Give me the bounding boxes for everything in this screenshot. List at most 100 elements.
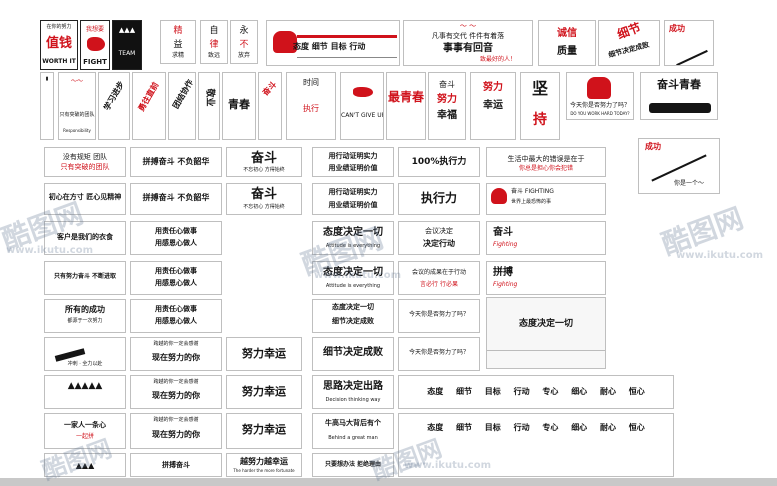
tile-text: 质量 <box>557 46 577 57</box>
tile-text: Responsibility <box>63 128 91 133</box>
tile-yongzexin-3[interactable]: 用责任心做事 用感恩心做人 <box>130 299 222 333</box>
tile-jintian[interactable]: 今天你是否努力了吗？ <box>398 299 480 333</box>
tile-kehu[interactable]: 客户是我们的衣食 <box>44 221 126 255</box>
tile-team-1[interactable]: ▲▲▲▲▲ <box>44 375 126 409</box>
tile-wo-nuli[interactable]: 只有努力奋斗 不断进取 <box>44 261 126 295</box>
tile-word-row[interactable]: 态度 细节 目标 行动 专心 细心 耐心 恒心 <box>398 375 674 409</box>
tile-bottom-2[interactable]: 拼搏奋斗 <box>130 453 222 477</box>
tile-jingye[interactable]: 敬业 <box>198 72 220 140</box>
tile-xianzai[interactable]: 跨越的你一定会感谢 现在努力的你 <box>130 337 222 371</box>
tile-taidu-3[interactable]: 态度决定一切 细节决定成败 <box>312 299 394 333</box>
tile-fanshi[interactable]: 〜 〜 凡事有交代 件件有着落 事事有回音 致最好的人！ <box>403 20 533 66</box>
tile-fendou-fighting[interactable]: 奋斗 Fighting <box>486 221 606 255</box>
tile-chengxin[interactable]: 诚信 质量 <box>538 20 596 66</box>
tile-suoyou[interactable]: 所有的成功 都源于一次努力 <box>44 299 126 333</box>
tile-text: Behind a great man <box>328 435 378 441</box>
tile-bottom-1[interactable]: ▲▲▲ <box>44 453 126 477</box>
tile-fendou-qingchun[interactable]: 奋斗青春 <box>640 72 718 120</box>
tile-nuli-xingyun-4[interactable]: 努力幸运 <box>226 413 302 449</box>
tile-diag-1[interactable]: 学习进步 <box>98 72 130 140</box>
tile-zhixingli[interactable]: 执行力 <box>398 183 480 215</box>
tile-daren[interactable]: 牛高马大背后有个 Behind a great man <box>312 413 394 449</box>
tile-taidu[interactable]: 态度决定一切 Attitude is everything <box>312 221 394 255</box>
tile-sprint[interactable]: 冲刺 · 全力以赴 <box>44 337 126 371</box>
tile-text: 努力幸运 <box>242 347 286 360</box>
tile-yongzexin-2[interactable]: 用责任心做事 用感恩心做人 <box>130 261 222 295</box>
tile-nuli-xingfu[interactable]: 奋斗 努力 幸福 <box>428 72 466 140</box>
tile-huiyi-2[interactable]: 会议的成果在于行动 言必行 行必果 <box>398 261 480 295</box>
tile-word-row-tall[interactable]: 态度 细节 目标 行动 专心 细心 耐心 恒心 <box>398 413 674 477</box>
tile-vertical-3[interactable]: 永 不 放弃 <box>230 20 258 64</box>
tile-yongzexin[interactable]: 用责任心做事 用感恩心做人 <box>130 221 222 255</box>
tile-zhiyou[interactable]: 〜〜 只有突破的团队 Responsibility <box>58 72 96 140</box>
tile-nuli-xingyun-3[interactable]: 努力幸运 <box>226 375 302 409</box>
word-row-text: 态度 细节 目标 行动 专心 细心 耐心 恒心 <box>427 387 645 396</box>
tile-stairs-up[interactable]: 成功 你是一个～ <box>638 138 720 194</box>
tile-zhiyao[interactable]: 只要想办法 拒绝理由 <box>312 453 394 477</box>
tile-attitude-banner[interactable]: 态度 细节 目标 行动 <box>266 20 400 66</box>
tile-nuli-xingyun-2[interactable]: 努力幸运 <box>226 337 302 371</box>
tile-xijie-2[interactable]: 细节决定成败 <box>312 337 394 371</box>
tile-yue-nuli[interactable]: 越努力越幸运 The harder the more fortunate <box>226 453 302 477</box>
tile-text: Fighting <box>493 241 518 248</box>
tile-text: 生活中最大的错误是在于 <box>507 155 585 163</box>
tile-text: 只有突破的团队 <box>59 112 95 118</box>
tile-chuxin[interactable]: 初心在方寸 匠心见精神 <box>44 183 126 215</box>
tile-huiyi[interactable]: 会议决定 决定行动 <box>398 221 480 255</box>
tile-chenggong-stairs[interactable]: 成功 <box>664 20 714 66</box>
tile-text: 只要想办法 拒绝理由 <box>324 461 382 468</box>
tile-jintian-2[interactable]: 今天你是否努力了吗？ <box>398 337 480 371</box>
tile-text: 态度 细节 目标 行动 <box>293 42 366 51</box>
tile-zhixing-vert[interactable]: 时间 执行 <box>286 72 336 140</box>
tile-runners[interactable]: ▲▲▲ TEAM <box>112 20 142 70</box>
tile-text: 所有的成功 <box>65 305 105 314</box>
tile-xianzai-3[interactable]: 跨越的你一定会感谢 现在努力的你 <box>130 413 222 449</box>
tile-diag-3[interactable]: 团结协作 <box>168 72 196 140</box>
tile-jianchi[interactable]: 坚 持 <box>520 72 560 140</box>
tile-worth-it[interactable]: 在你的努力 值钱 WORTH IT <box>40 20 78 70</box>
tile-taidu-2[interactable]: 态度决定一切 Attitude is everything <box>312 261 394 295</box>
tile-text: FIGHT <box>83 58 107 66</box>
tile-text: 用业绩证明价值 <box>328 164 378 172</box>
tile-fendou-fight[interactable]: 奋斗 FIGHTING 世界上最恐怖的事 <box>486 183 606 215</box>
tile-team-2[interactable]: 一家人一条心 一起拼 <box>44 413 126 449</box>
tile-brush-1[interactable]: 拼搏奋斗 不负韶华 <box>130 147 222 177</box>
tile-brush-2[interactable]: 拼搏奋斗 不负韶华 <box>130 183 222 215</box>
tile-text: The harder the more fortunate <box>233 468 295 473</box>
tile-red-vert[interactable]: 奋斗 <box>258 72 282 140</box>
tile-diag-2[interactable]: 勇往直前 <box>132 72 166 140</box>
tile-text: 牛高马大背后有个 <box>325 419 381 427</box>
tile-text: WORTH IT <box>42 58 76 65</box>
tile-fendou-big-2[interactable]: 奋斗 不忘初心 方得始终 <box>226 183 302 215</box>
tile-baifen[interactable]: 100%执行力 <box>398 147 480 177</box>
tile-room-preview[interactable]: 态度决定一切 <box>486 297 606 369</box>
tile-text: 现在努力的你 <box>152 353 200 362</box>
tile-yong-xingdong[interactable]: 用行动证明实力 用业绩证明价值 <box>312 147 394 177</box>
tile-fight[interactable]: 我想要 FIGHT <box>80 20 110 70</box>
tile-silu[interactable]: 思路决定出路 Decision thinking way <box>312 375 394 409</box>
tile-text: 只有努力奋斗 不断进取 <box>53 273 117 280</box>
tile-qingchun[interactable]: 青春 <box>222 72 256 140</box>
tile-work-hard[interactable]: 今天你是否努力了吗？ DO YOU WORK HARD TODAY? <box>566 72 634 120</box>
tile-red-big[interactable]: 最青春 <box>386 72 426 140</box>
tile-pinbo[interactable]: 拼搏 Fighting <box>486 261 606 295</box>
tile-nuli-xingyun[interactable]: 努力 幸运 <box>470 72 516 140</box>
tile-yong-xingdong-2[interactable]: 用行动证明实力 用业绩证明价值 <box>312 183 394 215</box>
tile-text: 用行动证明实力 <box>328 152 378 160</box>
tile-xijie[interactable]: 细节 细节决定成败 <box>598 20 660 66</box>
tile-vertical-1[interactable]: 精 益 求精 <box>160 20 196 64</box>
word-row-tall-text: 态度 细节 目标 行动 专心 细心 耐心 恒心 <box>427 423 645 432</box>
tile-runner-vert[interactable]: CAN'T GIVE UP <box>340 72 384 140</box>
tile-shuzhi[interactable]: 没有规矩 团队 只有突破的团队 <box>44 147 126 177</box>
tile-text: 值钱 <box>45 36 72 51</box>
tile-text: Attitude is everything <box>325 243 381 249</box>
tile-vertical-2[interactable]: 自 律 致远 <box>200 20 228 64</box>
tile-fendou-big[interactable]: 奋斗 不忘初心 方得始终 <box>226 147 302 177</box>
tile-xianzai-2[interactable]: 跨越的你一定会感谢 现在努力的你 <box>130 375 222 409</box>
tile-text: 幸福 <box>437 110 457 121</box>
tile-text: 凡事有交代 件件有着落 <box>431 32 505 40</box>
watermark-url: www.ikutu.com <box>676 250 763 261</box>
tile-shengcun[interactable]: 生活中最大的错误是在于 你总是担心你会犯错 <box>486 147 606 177</box>
tile-text: 都源于一次努力 <box>67 318 103 324</box>
tile-narrow-1[interactable]: ▮ <box>40 72 54 140</box>
